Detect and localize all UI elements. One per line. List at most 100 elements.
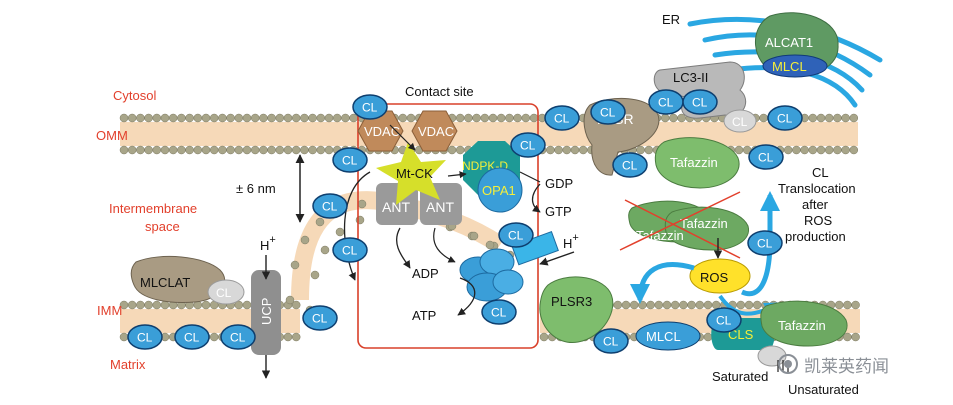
cl-molecule: CL xyxy=(747,230,783,256)
cl-molecule: CL xyxy=(332,147,368,173)
cl-molecule: CL xyxy=(544,105,580,131)
ros-label: ROS xyxy=(700,270,729,285)
opa1-shape xyxy=(477,167,523,213)
gtp-opa1-arrow xyxy=(433,227,456,263)
plsr3-shape xyxy=(539,276,614,343)
svg-text:Translocation: Translocation xyxy=(778,181,856,196)
cl-molecule: CL xyxy=(612,152,648,178)
svg-text:production: production xyxy=(785,229,846,244)
cl-label: CL xyxy=(137,331,153,345)
mlclat-shape xyxy=(130,255,226,303)
ros-shape xyxy=(689,258,751,294)
plsr3-label: PLSR3 xyxy=(551,294,592,309)
cl-label: CL xyxy=(342,154,358,168)
cl-molecule: CL xyxy=(352,94,388,120)
cl-label: CL xyxy=(520,139,536,153)
h-right-arrow xyxy=(539,251,575,266)
h-right-label: H+ xyxy=(563,232,579,251)
gdp-gtp-arrow xyxy=(531,183,541,213)
mtck-star xyxy=(376,142,446,205)
cl-label: CL xyxy=(554,112,570,126)
ndpk-arrow xyxy=(447,171,467,179)
ant-left-label: ANT xyxy=(382,199,410,215)
cl-molecule: CL xyxy=(220,324,256,350)
cl-molecule: CL xyxy=(593,328,629,354)
wechat-icon xyxy=(778,354,798,374)
cl-molecule: CL xyxy=(648,89,684,115)
tafazzin-imm-shape xyxy=(760,300,848,347)
cl-molecule: CL xyxy=(127,324,163,350)
cl-molecule: CL xyxy=(510,132,546,158)
opa1-label: OPA1 xyxy=(482,183,516,198)
contact-site-label: Contact site xyxy=(405,84,474,99)
imm-mlcl-label: MLCL xyxy=(646,329,681,344)
ndpk-gdp-arrow xyxy=(519,171,541,183)
vdac-right-label: VDAC xyxy=(418,124,454,139)
cl-label: CL xyxy=(692,96,708,110)
svg-text:after: after xyxy=(802,197,829,212)
imm-mlcl-blob xyxy=(635,321,701,351)
cl-label: CL xyxy=(757,237,773,251)
cl-label: CL xyxy=(732,115,748,129)
cl-molecule: CL xyxy=(590,99,626,125)
saturated-label: Saturated xyxy=(712,369,768,384)
intermembrane-label-1: Intermembrane xyxy=(109,201,197,216)
blue-arrow-left xyxy=(630,262,695,304)
er-mlcl-label: MLCL xyxy=(772,59,807,74)
tafazzin-top-shape xyxy=(654,137,740,189)
cl-layer: CL CL CL CL CL CL CL CL CL CL CL CL CL CL CL CL CL CL CL CL… xyxy=(127,89,803,354)
mtck-label: Mt-CK xyxy=(396,166,433,181)
svg-text:ROS: ROS xyxy=(804,213,833,228)
cl-label: CL xyxy=(603,335,619,349)
omm-label: OMM xyxy=(96,128,128,143)
cl-label: CL xyxy=(716,314,732,328)
distance-label: ± 6 nm xyxy=(236,181,276,196)
ant-right-label: ANT xyxy=(426,199,454,215)
unsaturated-label: Unsaturated xyxy=(788,382,859,397)
h-left-label: H+ xyxy=(260,234,276,253)
cl-label: CL xyxy=(312,312,328,326)
cl-molecule: CL xyxy=(706,307,742,333)
cl-label: CL xyxy=(230,331,246,345)
vdac-left-label: VDAC xyxy=(364,124,400,139)
cl-molecule: CL xyxy=(748,144,784,170)
tafazzin-crossed-label-2: Tafazzin xyxy=(636,228,684,243)
cl-molecule: CL xyxy=(682,89,718,115)
cl-molecule: CL xyxy=(312,193,348,219)
gtp-label: GTP xyxy=(545,204,572,219)
adp-atp-arrow xyxy=(457,277,476,316)
cl-label: CL xyxy=(622,159,638,173)
intermembrane-label-2: space xyxy=(145,219,180,234)
cl-label: CL xyxy=(508,229,524,243)
adp-label: ADP xyxy=(412,266,439,281)
cl-label: CL xyxy=(342,244,358,258)
cl-grey-omm: CL xyxy=(723,109,757,133)
cl-molecule: CL xyxy=(767,105,803,131)
cl-molecule: CL xyxy=(332,237,368,263)
cl-molecule: CL xyxy=(498,222,534,248)
watermark: 凯莱英药闻 xyxy=(778,352,889,377)
cl-label: CL xyxy=(758,151,774,165)
mlclat-label: MLCLAT xyxy=(140,275,190,290)
lc3-label: LC3-II xyxy=(673,70,708,85)
ucp-label: UCP xyxy=(259,298,274,325)
cl-molecule: CL xyxy=(302,305,338,331)
vdac-right xyxy=(411,110,458,152)
ucp-shape xyxy=(251,270,281,355)
cl-molecule: CL xyxy=(481,299,517,325)
contact-site-box xyxy=(357,103,539,349)
cl-molecule: CL xyxy=(174,324,210,350)
matrix-label: Matrix xyxy=(110,357,146,372)
cl-label: CL xyxy=(362,101,378,115)
er-mlcl-blob xyxy=(762,54,828,78)
watermark-text: 凯莱英药闻 xyxy=(804,356,889,377)
tafazzin-imm-label: Tafazzin xyxy=(778,318,826,333)
cl-label: CL xyxy=(184,331,200,345)
imm-label: IMM xyxy=(97,303,122,318)
tafazzin-top-label: Tafazzin xyxy=(670,155,718,170)
mlclat-cl-grey xyxy=(207,279,245,305)
atp-synthase xyxy=(459,230,559,302)
mtck-loop-arrow xyxy=(343,171,371,281)
